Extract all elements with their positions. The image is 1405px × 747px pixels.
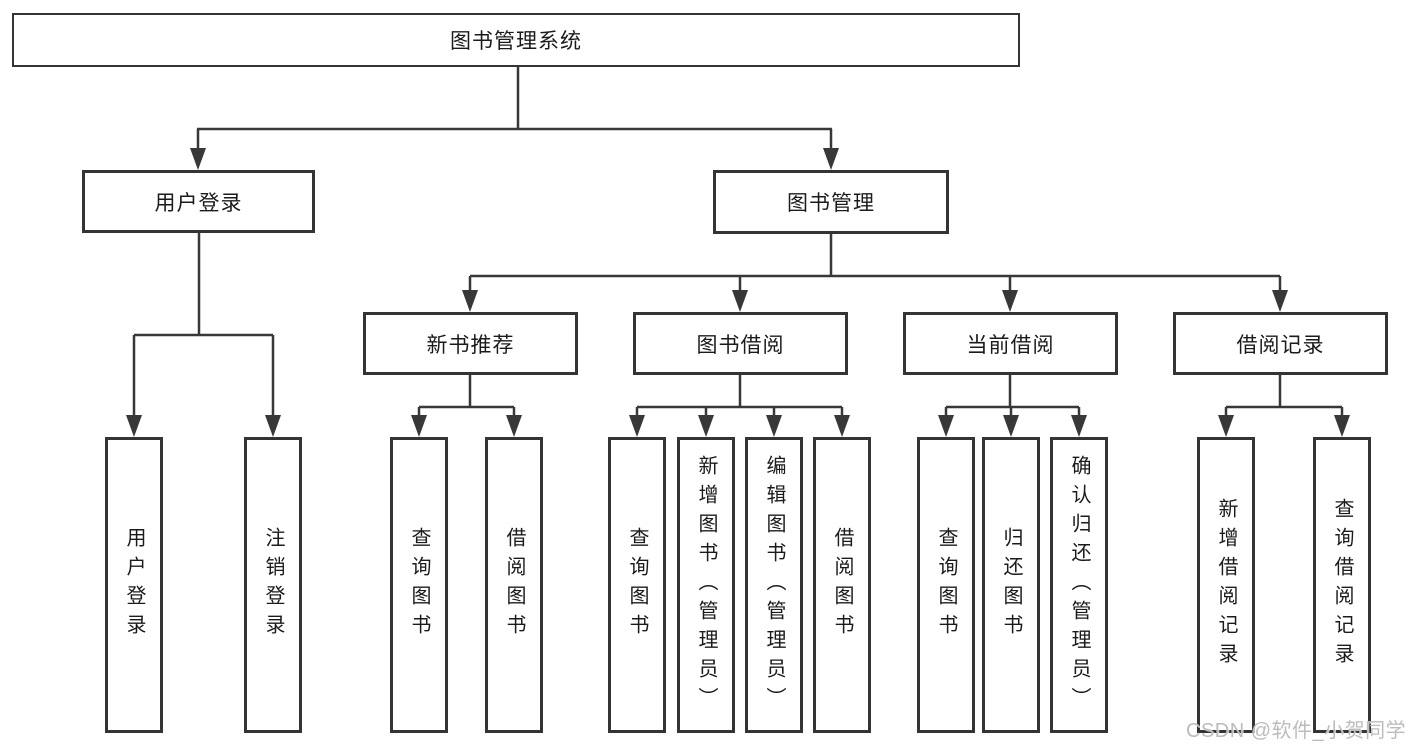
leaf-recommend-query-books: 查询图书	[390, 437, 448, 733]
leaf-records-add-borrow-record: 新增借阅记录	[1197, 437, 1255, 733]
leaf-borrowing-query-books: 查询图书	[608, 437, 666, 733]
node-borrowing-records: 借阅记录	[1173, 312, 1388, 375]
node-new-book-recommend: 新书推荐	[363, 312, 578, 375]
leaf-current-return-books: 归还图书	[982, 437, 1040, 733]
node-book-borrowing: 图书借阅	[633, 312, 848, 375]
csdn-watermark: CSDN @软件_小贺同学	[1186, 720, 1405, 742]
leaf-borrowing-edit-books-admin: 编辑图书（管理员）	[745, 437, 803, 733]
leaf-records-query-borrow-record: 查询借阅记录	[1313, 437, 1371, 733]
leaf-current-query-books: 查询图书	[917, 437, 975, 733]
leaf-recommend-borrow-books: 借阅图书	[485, 437, 543, 733]
node-library-management-system: 图书管理系统	[12, 13, 1020, 67]
leaf-user-login: 用户登录	[105, 437, 163, 733]
node-current-borrowing: 当前借阅	[903, 312, 1118, 375]
node-user-login: 用户登录	[82, 170, 315, 233]
arrowheads	[126, 148, 1350, 437]
leaf-borrowing-borrow-books: 借阅图书	[813, 437, 871, 733]
tree-edges	[132, 67, 1344, 418]
leaf-borrowing-add-books-admin: 新增图书（管理员）	[677, 437, 735, 733]
leaf-current-confirm-return-admin: 确认归还（管理员）	[1050, 437, 1108, 733]
leaf-logout-login: 注销登录	[244, 437, 302, 733]
node-book-management: 图书管理	[713, 170, 949, 234]
